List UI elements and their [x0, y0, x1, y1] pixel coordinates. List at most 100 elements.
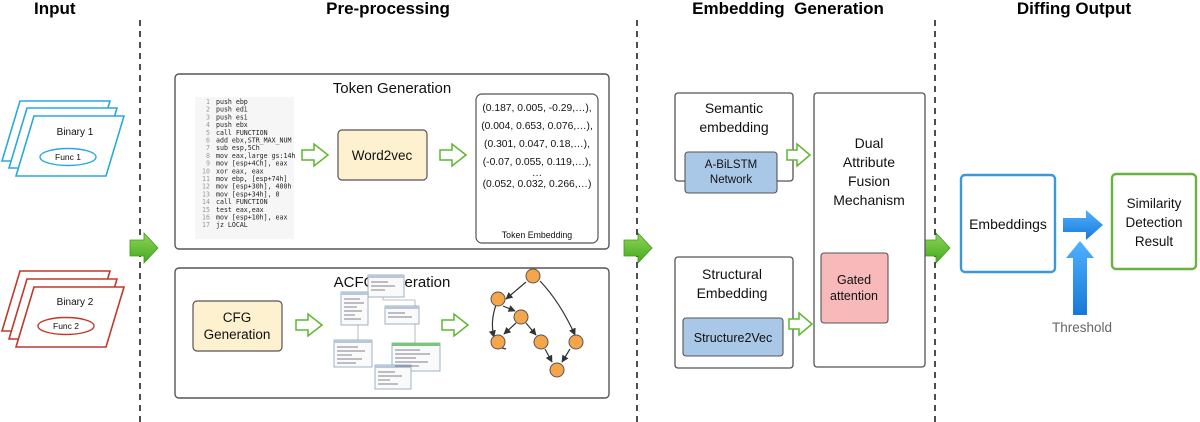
- code-line-number: 15: [202, 206, 210, 214]
- code-line-number: 16: [202, 214, 210, 222]
- func-1-ellipse: [39, 147, 97, 167]
- embeddings-box: [959, 173, 1057, 274]
- structure2vec-box: [682, 317, 784, 357]
- header-preprocessing: Pre-processing: [326, 0, 450, 18]
- vector-3: (-0.07, 0.055, 0.119,…),: [483, 157, 592, 168]
- structural-line1: Structural: [702, 266, 762, 282]
- fusion-line3: Fusion: [848, 173, 890, 189]
- gated-attention-box: [820, 252, 889, 324]
- code-line: call FUNCTION: [216, 129, 268, 137]
- header-diffing-output: Diffing Output: [1017, 0, 1132, 18]
- structural-line2: Embedding: [697, 285, 768, 301]
- semantic-line2: embedding: [699, 119, 768, 135]
- binary-1-stack: Binary 1 Func 1: [0, 100, 126, 177]
- graph-node: [513, 309, 529, 325]
- abilstm-box: [684, 151, 778, 194]
- gated-line1: Gated: [837, 273, 871, 287]
- func-2-label: Func 2: [53, 321, 79, 331]
- func-2-ellipse: [37, 316, 95, 336]
- graph-node: [568, 334, 584, 350]
- header-embedding-generation: Embedding Generation: [692, 0, 884, 18]
- fusion-line2: Attribute: [843, 154, 895, 170]
- small-arrow-code-to-word2vec: [301, 142, 330, 168]
- code-block: [195, 97, 294, 239]
- func-1-label: Func 1: [55, 152, 81, 162]
- code-line: xor eax, eax: [216, 167, 264, 175]
- vector-ellipsis: …: [532, 168, 542, 179]
- vector-1: (0.004, 0.653, 0.076,…),: [481, 121, 593, 132]
- binary-2-stack: Binary 2 Func 2: [0, 270, 126, 348]
- abilstm-line1: A-BiLSTM: [705, 159, 757, 171]
- fusion-line1: Dual: [855, 135, 884, 151]
- green-arrow-input-to-preprocessing: [129, 231, 159, 265]
- fusion-line4: Mechanism: [833, 192, 905, 208]
- word2vec-box: [337, 129, 428, 181]
- code-line: mov [esp+34h], 0: [216, 190, 280, 198]
- blue-arrow-threshold: [1066, 241, 1094, 315]
- code-line-number: 17: [202, 221, 210, 229]
- code-line: push esi: [216, 113, 248, 121]
- cfg-screenshot-thumbnails: [333, 274, 441, 390]
- code-line: mov eax,large gs:14h: [216, 152, 295, 160]
- code-line: mov ebp, [esp+74h]: [216, 175, 287, 183]
- word2vec-label: Word2vec: [352, 148, 413, 163]
- graph-node: [490, 334, 506, 350]
- similarity-line3: Result: [1135, 234, 1174, 249]
- code-line: add ebx,STR_MAX_NUM: [216, 137, 291, 145]
- similarity-result-box: [1110, 172, 1198, 271]
- small-arrow-semantic-to-fusion: [786, 142, 812, 168]
- code-line-number: 6: [206, 137, 210, 145]
- code-line-number: 3: [206, 113, 210, 121]
- acfg-graph: [488, 268, 584, 378]
- binary-2-label: Binary 2: [57, 297, 94, 308]
- code-line-number: 12: [202, 183, 210, 191]
- binary-1-label: Binary 1: [57, 127, 94, 138]
- structure2vec-label: Structure2Vec: [694, 331, 773, 345]
- vector-5: (0.052, 0.032, 0.266,…): [483, 179, 592, 190]
- similarity-line2: Detection: [1125, 215, 1182, 230]
- code-line: push ebx: [216, 121, 248, 129]
- small-arrow-cfg-to-screens: [295, 312, 324, 338]
- token-embedding-label: Token Embedding: [502, 230, 573, 240]
- embeddings-label: Embeddings: [969, 216, 1047, 232]
- green-arrow-preprocessing-to-embedding: [623, 231, 653, 265]
- code-line-number: 1: [206, 98, 210, 106]
- graph-node: [525, 268, 541, 284]
- code-line: mov [esp+30h], 400h: [216, 183, 291, 191]
- code-line: jz LOCAL: [216, 221, 248, 229]
- code-line: push edi: [216, 106, 248, 114]
- code-line-number: 11: [202, 175, 210, 183]
- cfg-label-line2: Generation: [204, 327, 271, 342]
- code-line: test eax,eax: [216, 206, 264, 214]
- vector-2: (0.301, 0.047, 0.18,…),: [484, 139, 590, 150]
- token-embedding-box: [475, 93, 599, 244]
- header-input: Input: [34, 0, 76, 18]
- graph-node: [549, 362, 565, 378]
- code-line-number: 5: [206, 129, 210, 137]
- code-line-number: 13: [202, 190, 210, 198]
- similarity-line1: Similarity: [1127, 196, 1182, 211]
- semantic-line1: Semantic: [705, 100, 763, 116]
- threshold-label: Threshold: [1052, 320, 1112, 335]
- code-line-number: 2: [206, 106, 210, 114]
- green-arrow-embedding-to-output: [921, 231, 951, 265]
- code-line-number: 9: [206, 160, 210, 168]
- code-line-number: 8: [206, 152, 210, 160]
- token-generation-title: Token Generation: [333, 80, 451, 97]
- cfg-label-line1: CFG: [223, 310, 252, 325]
- small-arrow-structural-to-fusion: [788, 311, 814, 337]
- cfg-generation-box: [192, 300, 283, 352]
- graph-node: [490, 291, 506, 307]
- abilstm-line2: Network: [710, 174, 752, 186]
- code-line-number: 14: [202, 198, 210, 206]
- small-arrow-word2vec-to-vectors: [439, 142, 468, 168]
- code-line: sub esp,5Ch: [216, 144, 260, 152]
- gated-line2: attention: [830, 289, 878, 303]
- code-line: mov [esp+4Ch], eax: [216, 160, 287, 168]
- vector-0: (0.187, 0.005, -0.29,…),: [482, 103, 591, 114]
- small-arrow-screens-to-graph: [441, 312, 470, 338]
- code-line: call FUNCTION: [216, 198, 268, 206]
- code-line: push ebp: [216, 98, 248, 106]
